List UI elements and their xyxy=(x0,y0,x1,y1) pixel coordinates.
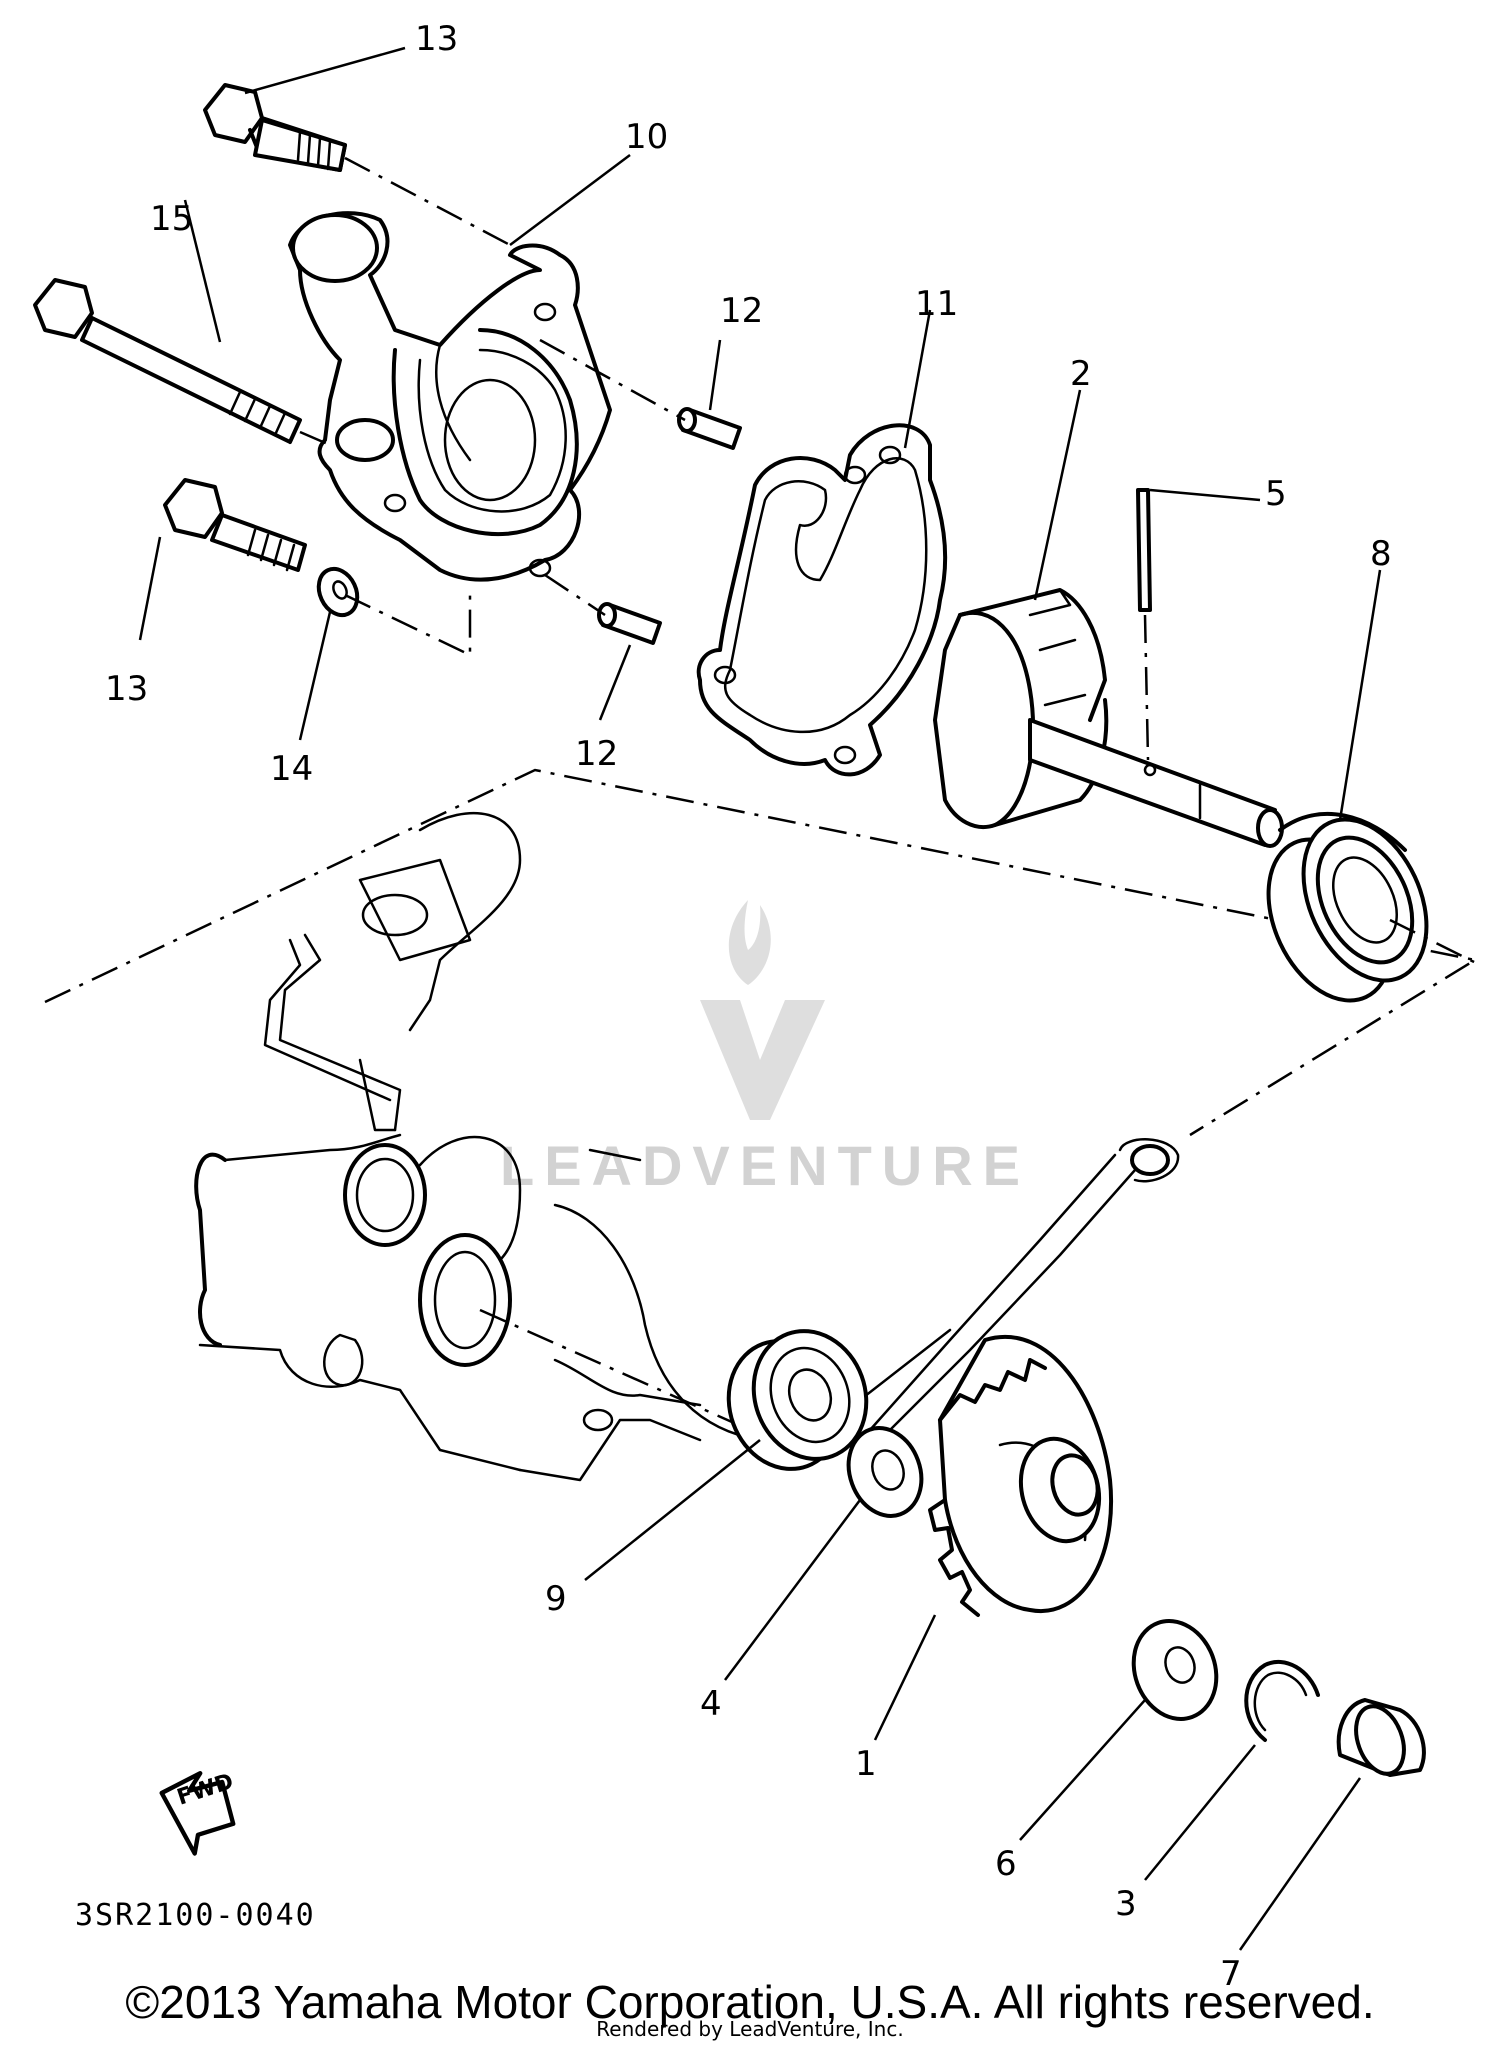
clip-part-3 xyxy=(1244,1659,1320,1742)
callout-14: 14 xyxy=(270,749,313,789)
callout-12-upper: 12 xyxy=(720,291,763,331)
callout-1: 1 xyxy=(855,1744,877,1784)
diagram-reference-code: 3SR2100-0040 xyxy=(75,1898,316,1933)
forward-direction-arrow-icon: FWD xyxy=(159,1769,237,1856)
callout-13-top: 13 xyxy=(415,19,458,59)
callout-2: 2 xyxy=(1070,354,1092,394)
bearing-part-8 xyxy=(1266,811,1481,1003)
watermark-text: LEADVENTURE xyxy=(500,1134,1030,1197)
callout-6: 6 xyxy=(995,1844,1017,1884)
pump-cover-part-10 xyxy=(288,211,612,582)
copyright-notice: ©2013 Yamaha Motor Corporation, U.S.A. A… xyxy=(125,1976,1375,2028)
dowel-pin-part-12-lower xyxy=(544,573,662,645)
washer-part-6 xyxy=(1131,1619,1219,1721)
pin-part-5 xyxy=(1136,488,1152,761)
bearing-part-9 xyxy=(726,1329,869,1471)
callout-11: 11 xyxy=(915,284,958,324)
leader-lines xyxy=(138,46,1382,1951)
callout-4: 4 xyxy=(700,1684,722,1724)
crankcase-housing xyxy=(44,768,1479,1482)
dowel-pin-part-12-upper xyxy=(539,338,742,450)
bolt-part-13-lower xyxy=(163,478,307,572)
bolt-part-15 xyxy=(33,278,331,447)
callout-8: 8 xyxy=(1370,534,1392,574)
bolt-part-13-top xyxy=(203,83,511,247)
leadventure-watermark: LEADVENTURE xyxy=(500,900,1030,1197)
washer-part-14 xyxy=(316,566,472,657)
callout-13-lower: 13 xyxy=(105,669,148,709)
callout-7: 7 xyxy=(1220,1954,1242,1994)
callout-15: 15 xyxy=(150,199,193,239)
part-callouts: 13 10 15 12 11 2 5 8 13 14 12 9 4 1 6 3 … xyxy=(105,19,1392,1994)
callout-3: 3 xyxy=(1115,1884,1137,1924)
washer-part-4 xyxy=(846,1426,924,1518)
callout-12-lower: 12 xyxy=(575,734,618,774)
gasket-part-11 xyxy=(696,423,948,777)
callout-10: 10 xyxy=(625,117,668,157)
rendered-by-credit: Rendered by LeadVenture, Inc. xyxy=(596,2017,904,2041)
collar-part-7 xyxy=(1336,1698,1426,1777)
impeller-shaft-part-2 xyxy=(933,588,1284,848)
callout-9: 9 xyxy=(545,1579,567,1619)
callout-5: 5 xyxy=(1265,474,1287,514)
gear-part-1 xyxy=(928,1334,1113,1617)
